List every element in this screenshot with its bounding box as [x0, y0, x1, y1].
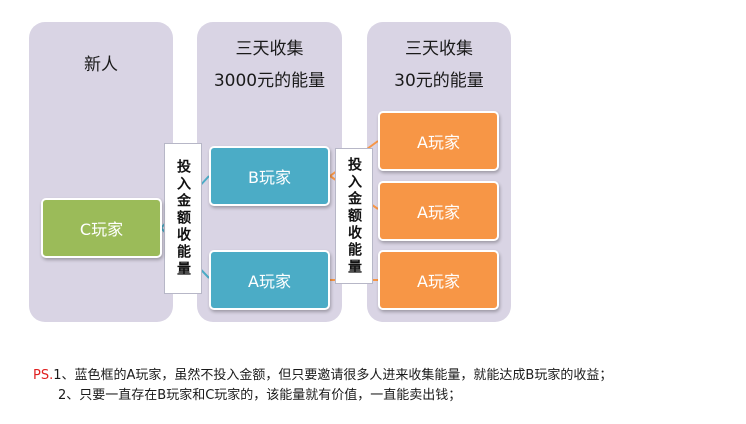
a-player-node-top: A玩家: [378, 111, 499, 171]
note-line-1-text: 1、蓝色框的A玩家，虽然不投入金额，但只要邀请很多人进来收集能量，就能达成B玩家…: [53, 368, 613, 383]
column-right-title-line1: 三天收集: [405, 39, 473, 59]
invest-label-right: 投入金额收能量: [335, 148, 373, 284]
column-mid-title-line2: 3000元的能量: [213, 71, 326, 91]
invest-label-left: 投入金额收能量: [164, 143, 202, 294]
c-player-node: C玩家: [41, 198, 162, 258]
a-player-node-bottom: A玩家: [378, 250, 499, 310]
column-newcomer: 新人: [29, 22, 173, 322]
b-player-node: B玩家: [209, 146, 330, 206]
invest-label-right-text: 投入金额收能量: [346, 156, 362, 276]
a-player-node-mid: A玩家: [209, 250, 330, 310]
column-mid-title-line1: 三天收集: [235, 39, 304, 59]
column-right-title-line2: 30元的能量: [394, 71, 484, 91]
invest-label-left-text: 投入金额收能量: [175, 159, 191, 278]
note-line-1: PS.1、蓝色框的A玩家，虽然不投入金额，但只要邀请很多人进来收集能量，就能达成…: [33, 367, 612, 385]
a-player-node-middle: A玩家: [378, 181, 499, 241]
note-line-2: 2、只要一直存在B玩家和C玩家的，该能量就有价值，一直能卖出钱；: [58, 387, 461, 405]
column-newcomer-title: 新人: [84, 55, 118, 75]
ps-prefix: PS.: [33, 368, 54, 383]
note-line-2-text: 2、只要一直存在B玩家和C玩家的，该能量就有价值，一直能卖出钱；: [58, 388, 462, 403]
